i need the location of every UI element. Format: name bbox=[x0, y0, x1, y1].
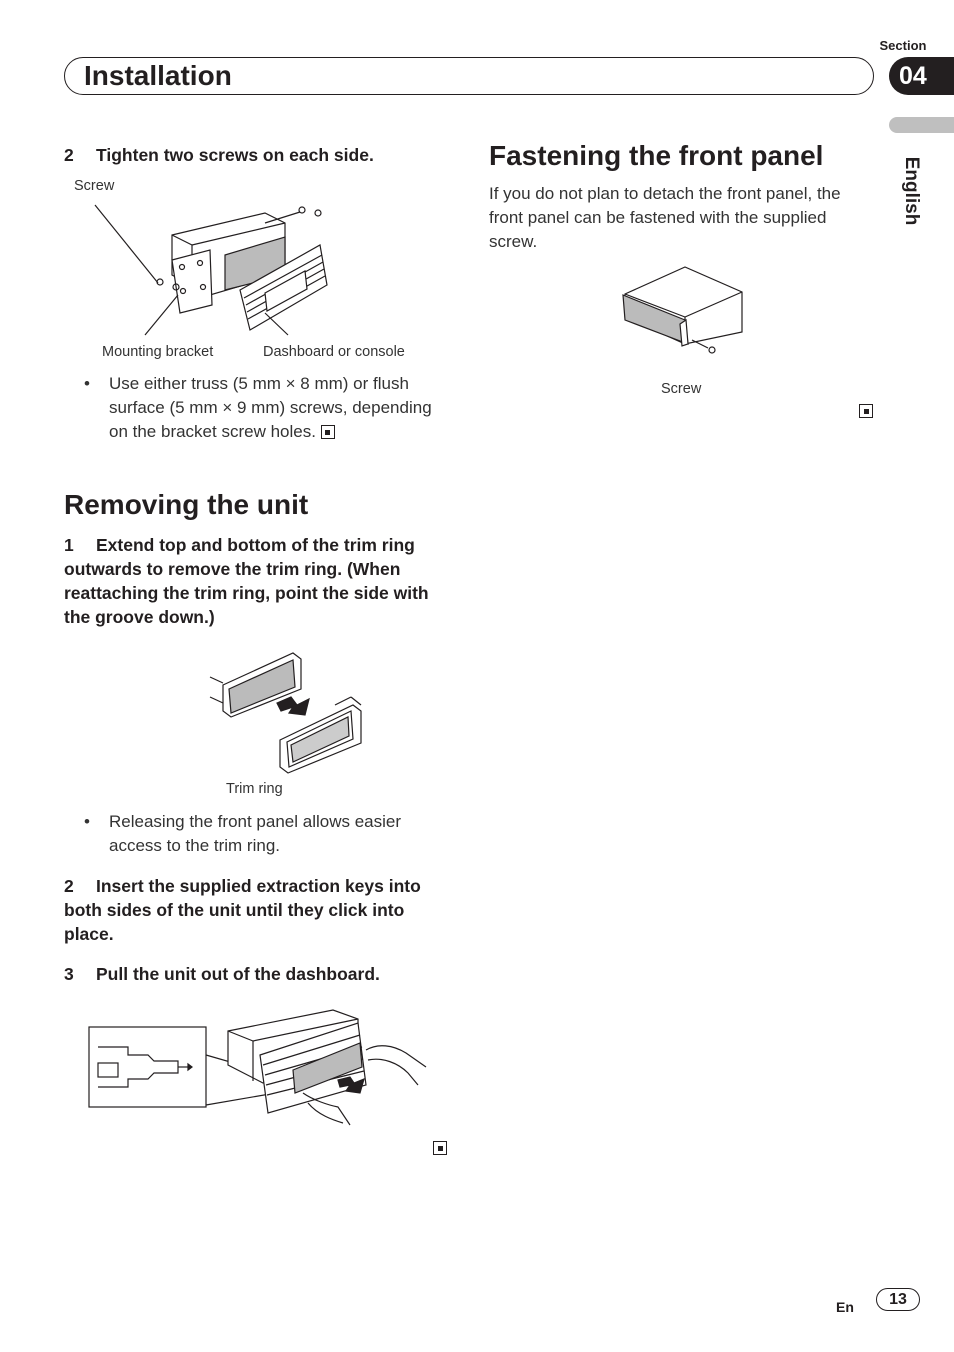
page-number: 13 bbox=[876, 1288, 920, 1311]
footer-language: En bbox=[836, 1299, 854, 1315]
language-tab bbox=[889, 117, 954, 133]
bullet-text: Use either truss (5 mm × 8 mm) or flush … bbox=[109, 374, 432, 441]
section-label: Section bbox=[879, 38, 927, 53]
removing-heading: Removing the unit bbox=[64, 489, 309, 520]
fig2-trim-ring-label: Trim ring bbox=[226, 781, 283, 797]
fastening-heading: Fastening the front panel bbox=[489, 140, 824, 171]
fig1-screw-label: Screw bbox=[74, 178, 115, 194]
end-mark-icon bbox=[433, 1141, 447, 1155]
section-number-badge: 04 bbox=[889, 57, 954, 95]
fig1-dashboard-label: Dashboard or console bbox=[263, 344, 405, 360]
step-text: Tighten two screws on each side. bbox=[96, 145, 374, 165]
front-panel-screw-illustration bbox=[622, 266, 743, 354]
bullet-dot: • bbox=[84, 812, 90, 831]
trim-ring-illustration bbox=[209, 652, 362, 774]
bullet-release-panel: • Releasing the front panel allows easie… bbox=[84, 810, 444, 858]
language-label: English bbox=[901, 156, 922, 226]
step-text: Extend top and bottom of the trim ring o… bbox=[64, 535, 429, 627]
bullet-screw-types: • Use either truss (5 mm × 8 mm) or flus… bbox=[84, 372, 454, 444]
bullet-text: Releasing the front panel allows easier … bbox=[109, 812, 402, 855]
step-number: 1 bbox=[64, 535, 74, 555]
page-title: Installation bbox=[84, 60, 232, 91]
header-bar bbox=[64, 57, 874, 95]
step-number: 2 bbox=[64, 876, 74, 896]
mounting-bracket-illustration bbox=[94, 204, 328, 336]
end-mark-icon bbox=[859, 404, 873, 418]
end-mark-icon bbox=[320, 425, 335, 439]
step-text: Pull the unit out of the dashboard. bbox=[96, 964, 380, 984]
bullet-dot: • bbox=[84, 374, 90, 393]
step-number: 3 bbox=[64, 964, 74, 984]
step-number: 2 bbox=[64, 145, 74, 165]
extraction-illustration bbox=[88, 1009, 427, 1126]
fastening-body-text: If you do not plan to detach the front p… bbox=[489, 184, 841, 251]
step-tighten-screws: 2 Tighten two screws on each side. bbox=[64, 143, 454, 167]
step-pull-unit: 3 Pull the unit out of the dashboard. bbox=[64, 962, 454, 986]
step-text: Insert the supplied extraction keys into… bbox=[64, 876, 421, 944]
fig4-screw-label: Screw bbox=[661, 381, 702, 397]
fig1-mounting-bracket-label: Mounting bracket bbox=[102, 344, 214, 360]
